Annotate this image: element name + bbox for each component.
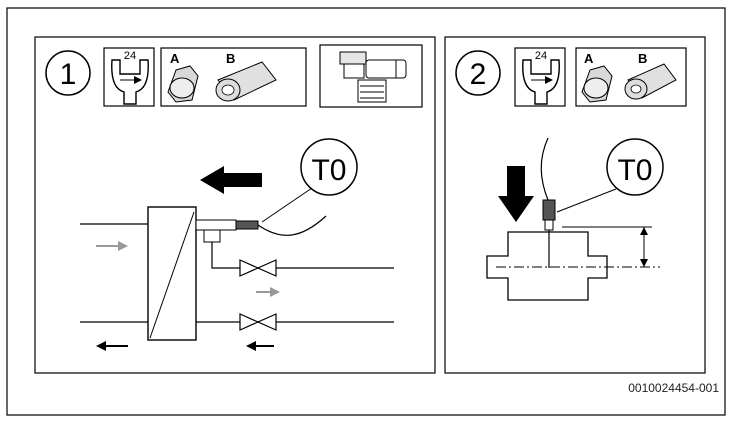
fitting-a-label-1: A [170,51,180,66]
sensor-label-1: T0 [311,154,346,187]
fitting-a-icon [581,65,613,103]
wrench-size-2: 24 [535,50,547,62]
direction-arrow-down [498,166,534,222]
reference-number: 0010024454-001 [628,381,719,395]
wrench-box-2: 24 [514,47,566,107]
fitting-b-label-2: B [638,51,647,66]
valve-bottom [239,313,277,331]
valve-icon [339,51,407,103]
callout-leader-2 [556,188,617,213]
sensor-callout-1 [300,138,358,196]
wrench-icon [111,59,149,105]
pipe-branch [211,240,394,269]
pipe-body [486,231,660,301]
flow-arrow-right-gray [256,287,280,297]
wrench-icon [522,59,560,105]
sensor-label-2: T0 [617,154,652,187]
sensor-cable-1 [257,215,327,236]
fitting-b-icon [215,61,277,102]
callout-leader-1 [261,187,313,223]
panel-2: 2 24 A B T0 [444,36,706,374]
outer-frame [6,7,726,416]
flow-arrow-out-left [96,341,128,351]
fitting-a-label-2: A [584,51,594,66]
fittings-box-1: A B [160,47,307,107]
sensor-callout-2 [606,138,664,196]
step-2-circle [455,50,501,96]
fitting-a-icon [167,65,199,103]
direction-arrow-left [200,166,262,194]
step-1-circle [45,50,91,96]
valve-top [239,259,277,277]
flow-arrow-return-left [246,341,274,351]
fitting-b-icon [624,63,677,100]
sensor-cable-2 [540,137,549,201]
fittings-box-2: A B [575,47,687,107]
depth-dimension [562,226,652,267]
t-fitting-sensor [195,215,327,243]
fitting-b-label-1: B [226,51,235,66]
panel-1: 1 24 A B [34,36,436,374]
flow-arrow-in-gray [96,241,128,251]
valve-box-1 [319,44,423,108]
wrench-box-1: 24 [103,47,155,107]
sensor-probe [542,199,556,268]
step-2-number: 2 [470,58,487,91]
wrench-size-1: 24 [124,50,136,62]
heat-exchanger [147,206,197,341]
step-1-number: 1 [60,58,77,91]
